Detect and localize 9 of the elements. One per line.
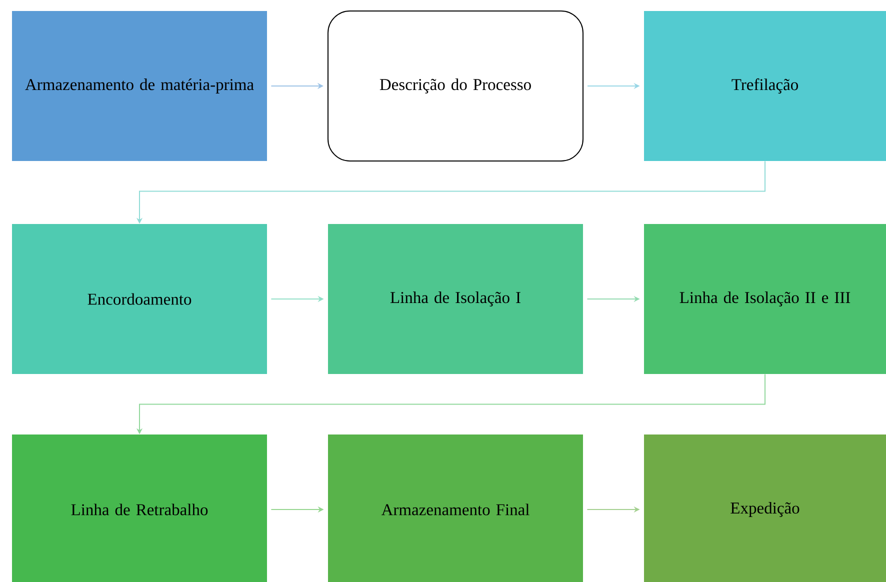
process-box: Encordoamento xyxy=(12,224,267,374)
process-box: Descrição do Processo xyxy=(328,10,584,162)
process-box: Linha de Retrabalho xyxy=(12,434,267,582)
process-box: Expedição xyxy=(644,434,886,582)
process-box: Armazenamento de matéria-prima xyxy=(12,11,267,161)
process-box: Linha de Isolação II e III xyxy=(644,224,886,374)
process-box: Armazenamento Final xyxy=(328,434,583,582)
process-box: Trefilação xyxy=(644,11,886,161)
process-box: Linha de Isolação I xyxy=(328,224,583,374)
